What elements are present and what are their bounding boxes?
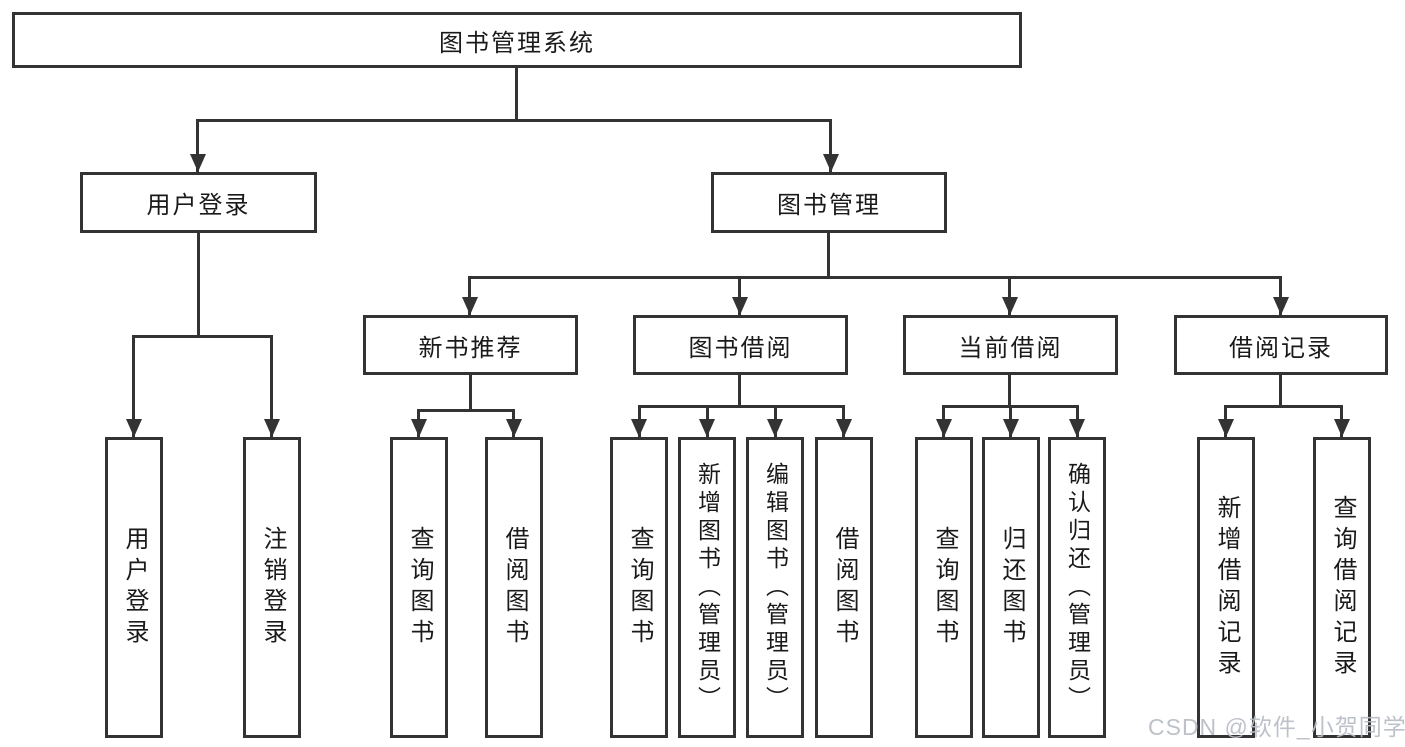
node-rec-borrow-books: 借阅图书 [485, 437, 543, 738]
arrowhead-down-icon [126, 419, 142, 437]
arrowhead-down-icon [1002, 297, 1018, 315]
connector-hline [468, 276, 1282, 279]
connector-vline [469, 375, 472, 411]
node-user-login: 用户登录 [105, 437, 163, 738]
connector-vline [132, 335, 135, 437]
connector-vline [738, 375, 741, 407]
connector-vline [827, 233, 830, 278]
arrowhead-down-icon [836, 419, 852, 437]
node-book-management-group: 图书管理 [711, 172, 947, 233]
connector-hline [1224, 405, 1343, 408]
arrowhead-down-icon [699, 419, 715, 437]
arrowhead-down-icon [1334, 419, 1350, 437]
connector-vline [1279, 375, 1282, 407]
node-book-borrowing: 图书借阅 [633, 315, 848, 375]
arrowhead-down-icon [264, 419, 280, 437]
connector-vline [468, 276, 471, 315]
arrowhead-down-icon [1218, 419, 1234, 437]
node-cb-confirm-return-admin: 确认归还（管理员） [1048, 437, 1106, 738]
arrowhead-down-icon [411, 419, 427, 437]
connector-hline [638, 405, 845, 408]
arrowhead-down-icon [732, 297, 748, 315]
node-bb-add-books-admin: 新增图书（管理员） [678, 437, 736, 738]
arrowhead-down-icon [1273, 297, 1289, 315]
node-current-borrowing: 当前借阅 [903, 315, 1118, 375]
arrowhead-down-icon [631, 419, 647, 437]
node-new-book-recommendation: 新书推荐 [363, 315, 578, 375]
node-rec-query-books: 查询图书 [390, 437, 448, 738]
node-logout: 注销登录 [243, 437, 301, 738]
csdn-watermark: CSDN @软件_小贺同学 [1148, 714, 1405, 740]
node-cb-query-books: 查询图书 [915, 437, 973, 738]
arrowhead-down-icon [1069, 419, 1085, 437]
arrowhead-down-icon [190, 154, 206, 172]
arrowhead-down-icon [506, 419, 522, 437]
connector-hline [417, 409, 515, 412]
node-bb-edit-books-admin: 编辑图书（管理员） [746, 437, 804, 738]
connector-vline [196, 119, 199, 172]
node-user-login-group: 用户登录 [80, 172, 317, 233]
connector-vline [270, 335, 273, 437]
connector-vline [1008, 375, 1011, 407]
connector-vline [829, 119, 832, 172]
arrowhead-down-icon [1003, 419, 1019, 437]
connector-vline [197, 233, 200, 337]
node-bb-query-books: 查询图书 [610, 437, 668, 738]
node-br-query-record: 查询借阅记录 [1313, 437, 1371, 738]
connector-vline [515, 68, 518, 121]
arrowhead-down-icon [823, 154, 839, 172]
connector-vline [1008, 276, 1011, 315]
arrowhead-down-icon [936, 419, 952, 437]
connector-vline [1279, 276, 1282, 315]
node-br-add-record: 新增借阅记录 [1197, 437, 1255, 738]
node-cb-return-books: 归还图书 [982, 437, 1040, 738]
node-bb-borrow-books: 借阅图书 [815, 437, 873, 738]
arrowhead-down-icon [767, 419, 783, 437]
connector-hline [132, 335, 273, 338]
connector-vline [738, 276, 741, 315]
arrowhead-down-icon [462, 297, 478, 315]
node-borrowing-records: 借阅记录 [1174, 315, 1388, 375]
connector-hline [196, 119, 832, 122]
node-book-management-system: 图书管理系统 [12, 12, 1022, 68]
